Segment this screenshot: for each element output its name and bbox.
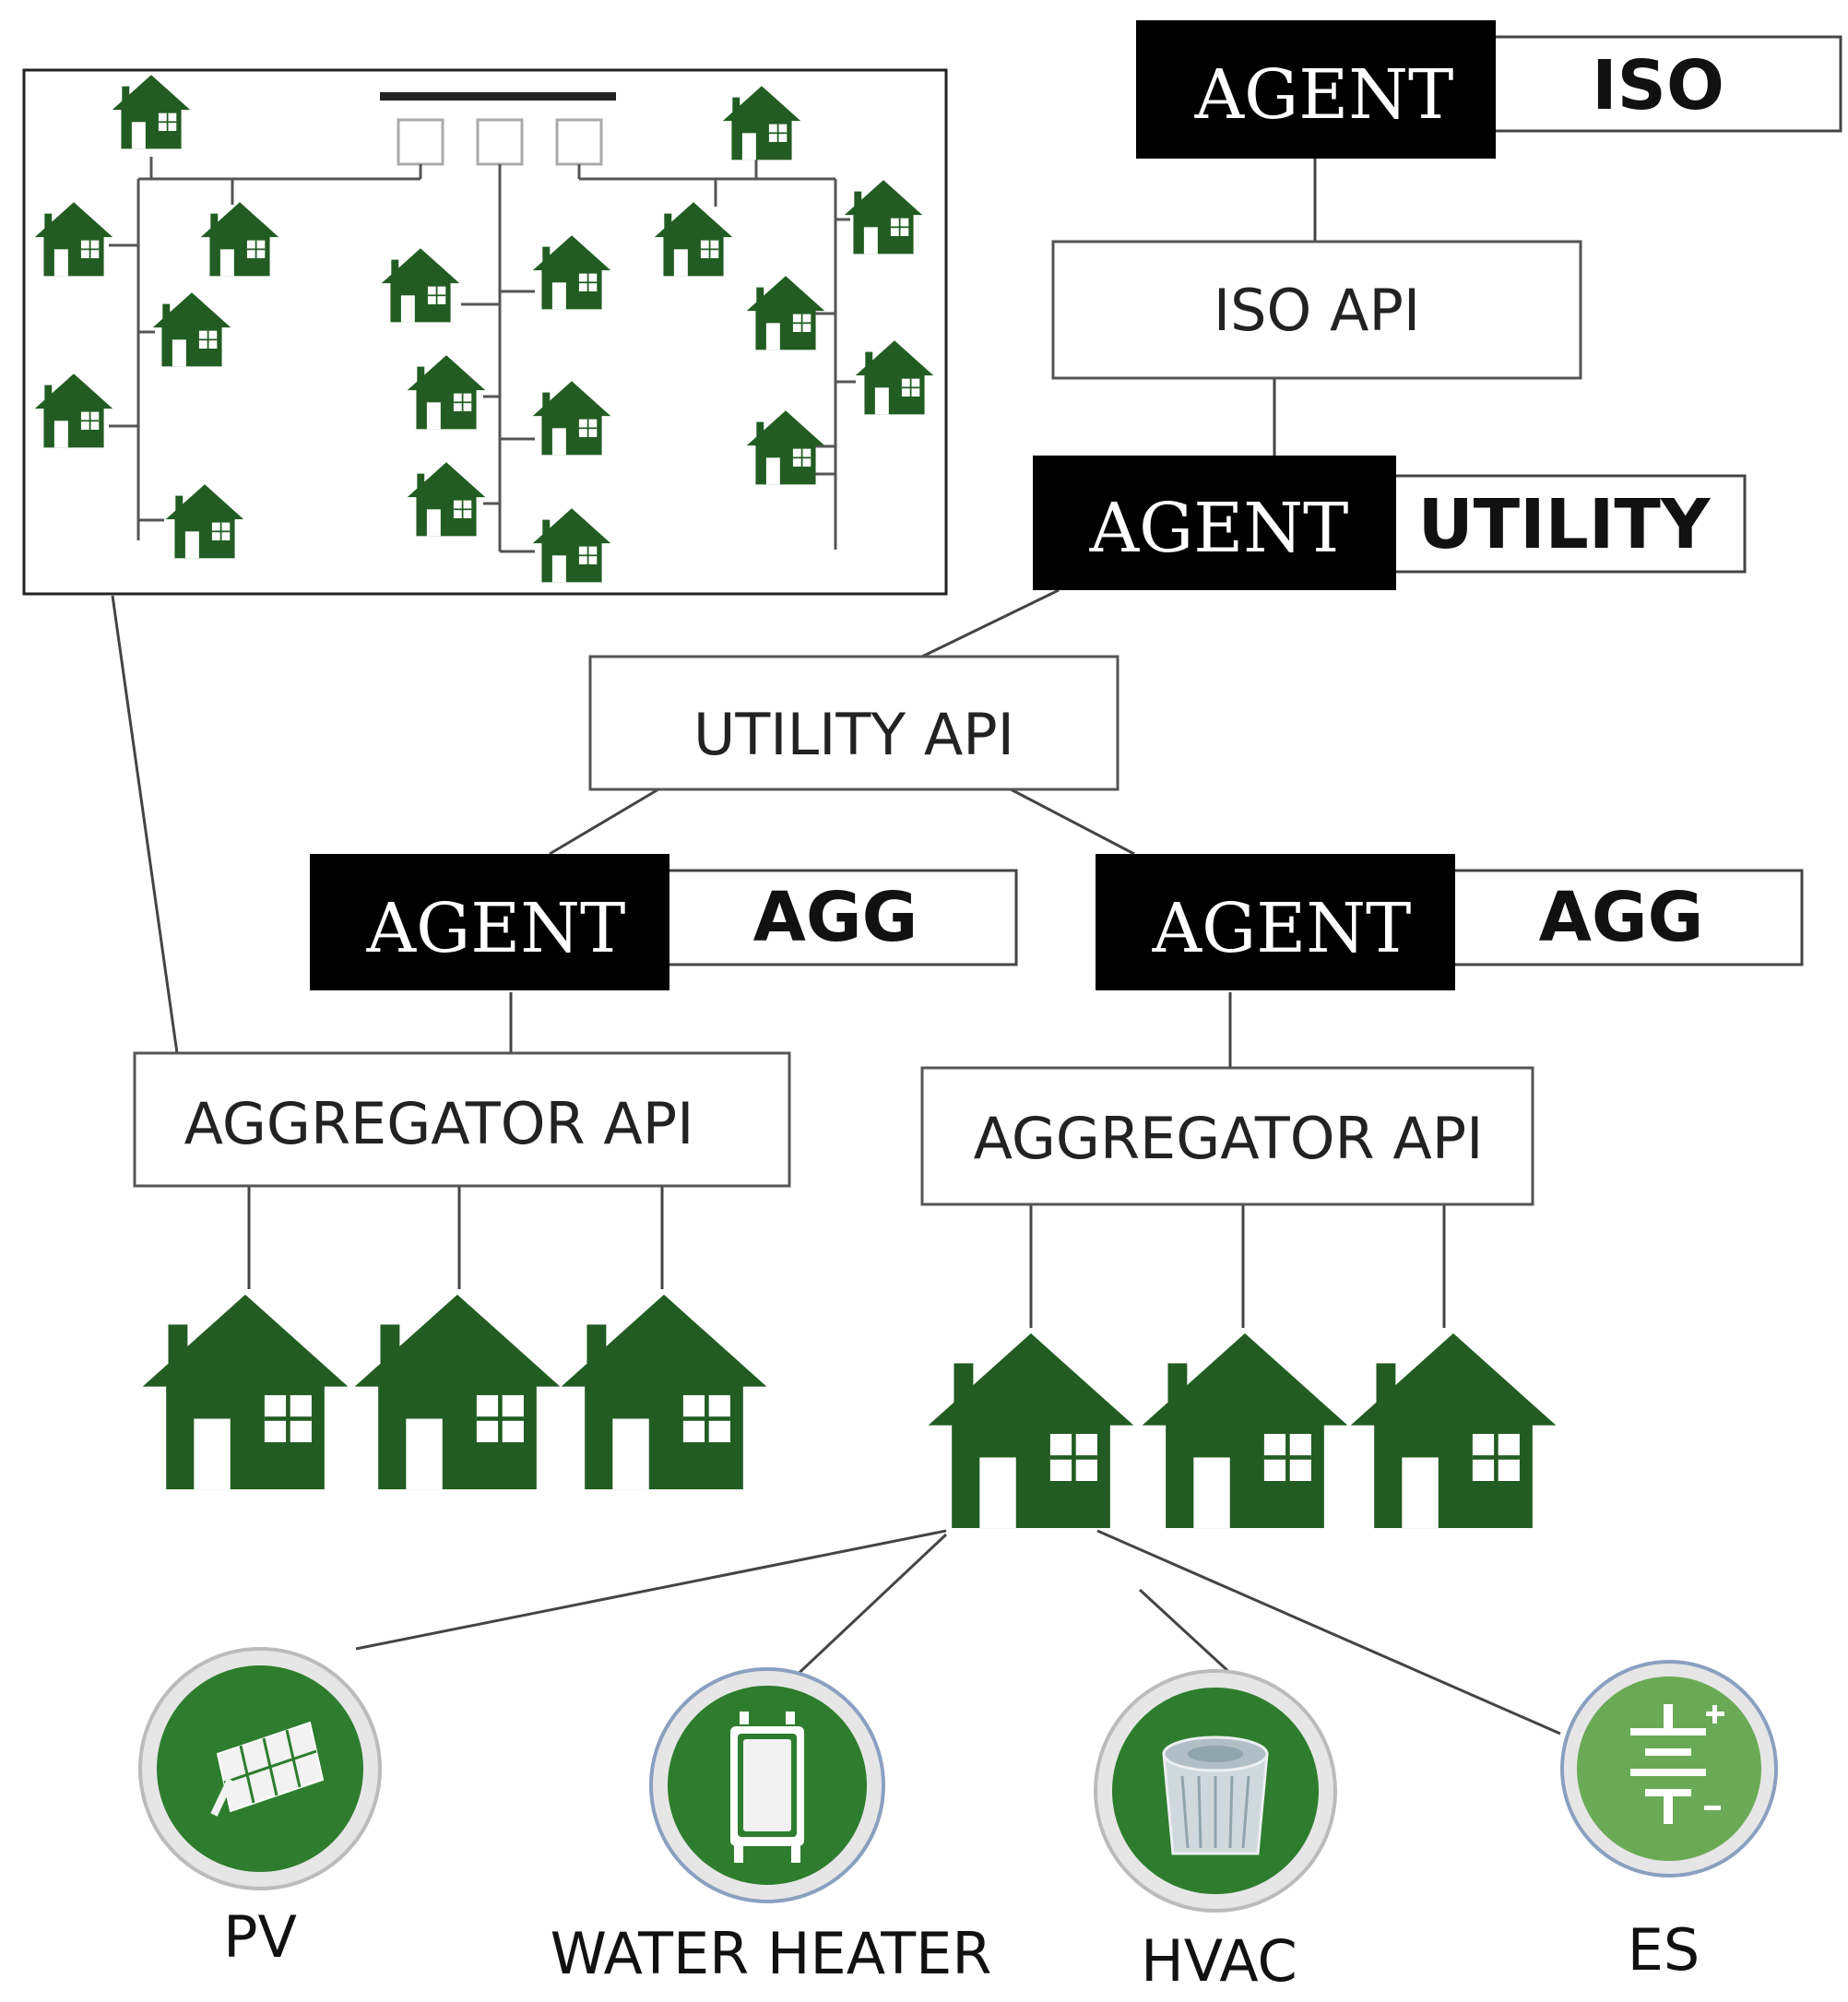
feeder-lines [109, 157, 856, 553]
distribution-network-inset [22, 68, 948, 596]
water-heater-icon [730, 1712, 804, 1863]
agent-aggregator-2: AGG AGENT [1096, 854, 1804, 990]
device-pv-label: PV [223, 1903, 297, 1971]
aggregator-api-box-1: AGGREGATOR API [133, 1051, 791, 1188]
device-water-heater: WATER HEATER [551, 1667, 992, 1987]
agent-utility-role-label: UTILITY [1418, 485, 1712, 564]
agent-iso: ISO AGENT [1136, 20, 1842, 159]
device-pv: PV [138, 1647, 382, 1971]
aggregator-1-houses [142, 1294, 767, 1490]
device-es-label: ES [1628, 1916, 1700, 1984]
aggregator-api-1-label: AGGREGATOR API [184, 1090, 694, 1157]
house-icon [1142, 1333, 1348, 1529]
device-hvac-label: HVAC [1141, 1927, 1297, 1995]
agent-agg1-role-label: AGG [753, 878, 918, 957]
house-icon [142, 1294, 349, 1490]
utility-api-label: UTILITY API [693, 701, 1014, 768]
agent-aggregator-1: AGG AGENT [310, 854, 1018, 990]
iso-api-label: ISO API [1214, 277, 1420, 344]
connector-lines [111, 159, 1561, 1735]
aggregator-2-houses [928, 1333, 1557, 1529]
agent-agg2-agent-label: AGENT [1152, 889, 1412, 968]
device-hvac: HVAC [1094, 1669, 1337, 1995]
iso-api-box: ISO API [1051, 240, 1582, 380]
house-icon [561, 1294, 767, 1490]
substation-bus [380, 92, 616, 166]
agent-utility: UTILITY AGENT [1033, 456, 1747, 590]
house-icon [354, 1294, 561, 1490]
house-icon [928, 1333, 1134, 1529]
device-es: ES [1560, 1660, 1778, 1984]
house-icon [1350, 1333, 1557, 1529]
aggregator-api-2-label: AGGREGATOR API [974, 1105, 1484, 1172]
device-water-heater-label: WATER HEATER [551, 1920, 992, 1987]
agent-iso-role-label: ISO [1592, 46, 1724, 125]
utility-api-box: UTILITY API [588, 655, 1119, 791]
agent-agg2-role-label: AGG [1539, 878, 1704, 957]
battery-icon [1630, 1704, 1724, 1824]
agent-utility-agent-label: AGENT [1089, 489, 1349, 568]
aggregator-api-box-2: AGGREGATOR API [920, 1066, 1534, 1206]
hvac-icon [1162, 1735, 1269, 1855]
agent-agg1-agent-label: AGENT [366, 889, 626, 968]
devices: PV WATER HEATER [138, 1647, 1778, 1995]
agent-iso-agent-label: AGENT [1194, 55, 1454, 135]
solar-panel-icon [210, 1721, 325, 1817]
